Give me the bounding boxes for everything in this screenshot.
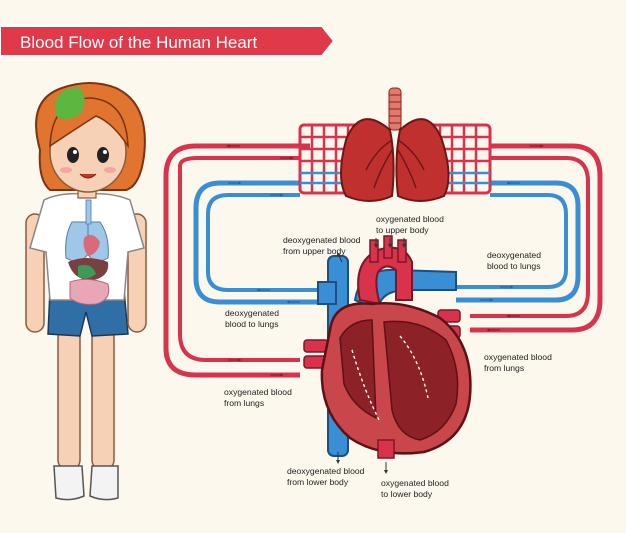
label-deoxygenated-to-lungs-right: deoxygenated blood to lungs xyxy=(487,250,543,271)
diagram-labels: oxygenated blood to upper body deoxygena… xyxy=(224,214,554,499)
page-title: Blood Flow of the Human Heart xyxy=(20,33,257,52)
label-deoxygenated-upper: deoxygenated blood from upper body xyxy=(283,235,363,256)
label-oxygenated-from-lungs-right: oxygenated blood from lungs xyxy=(484,352,554,373)
brain-icon xyxy=(56,87,85,120)
flow-arrows xyxy=(226,144,544,377)
circulation-vessels xyxy=(163,143,603,378)
label-oxygenated-upper: oxygenated blood to upper body xyxy=(376,214,446,235)
lungs xyxy=(298,87,492,202)
label-oxygenated-lower: oxygenated blood to lower body xyxy=(381,478,451,499)
label-oxygenated-from-lungs-left: oxygenated blood from lungs xyxy=(224,387,294,408)
girl-illustration xyxy=(25,82,147,501)
label-pointers xyxy=(336,238,406,474)
label-deoxygenated-lower: deoxygenated blood from lower body xyxy=(287,466,367,487)
heart xyxy=(303,235,472,459)
label-deoxygenated-to-lungs-left: deoxygenated blood to lungs xyxy=(225,308,281,329)
title-banner: Blood Flow of the Human Heart xyxy=(0,25,336,57)
girl-organs xyxy=(65,199,110,305)
